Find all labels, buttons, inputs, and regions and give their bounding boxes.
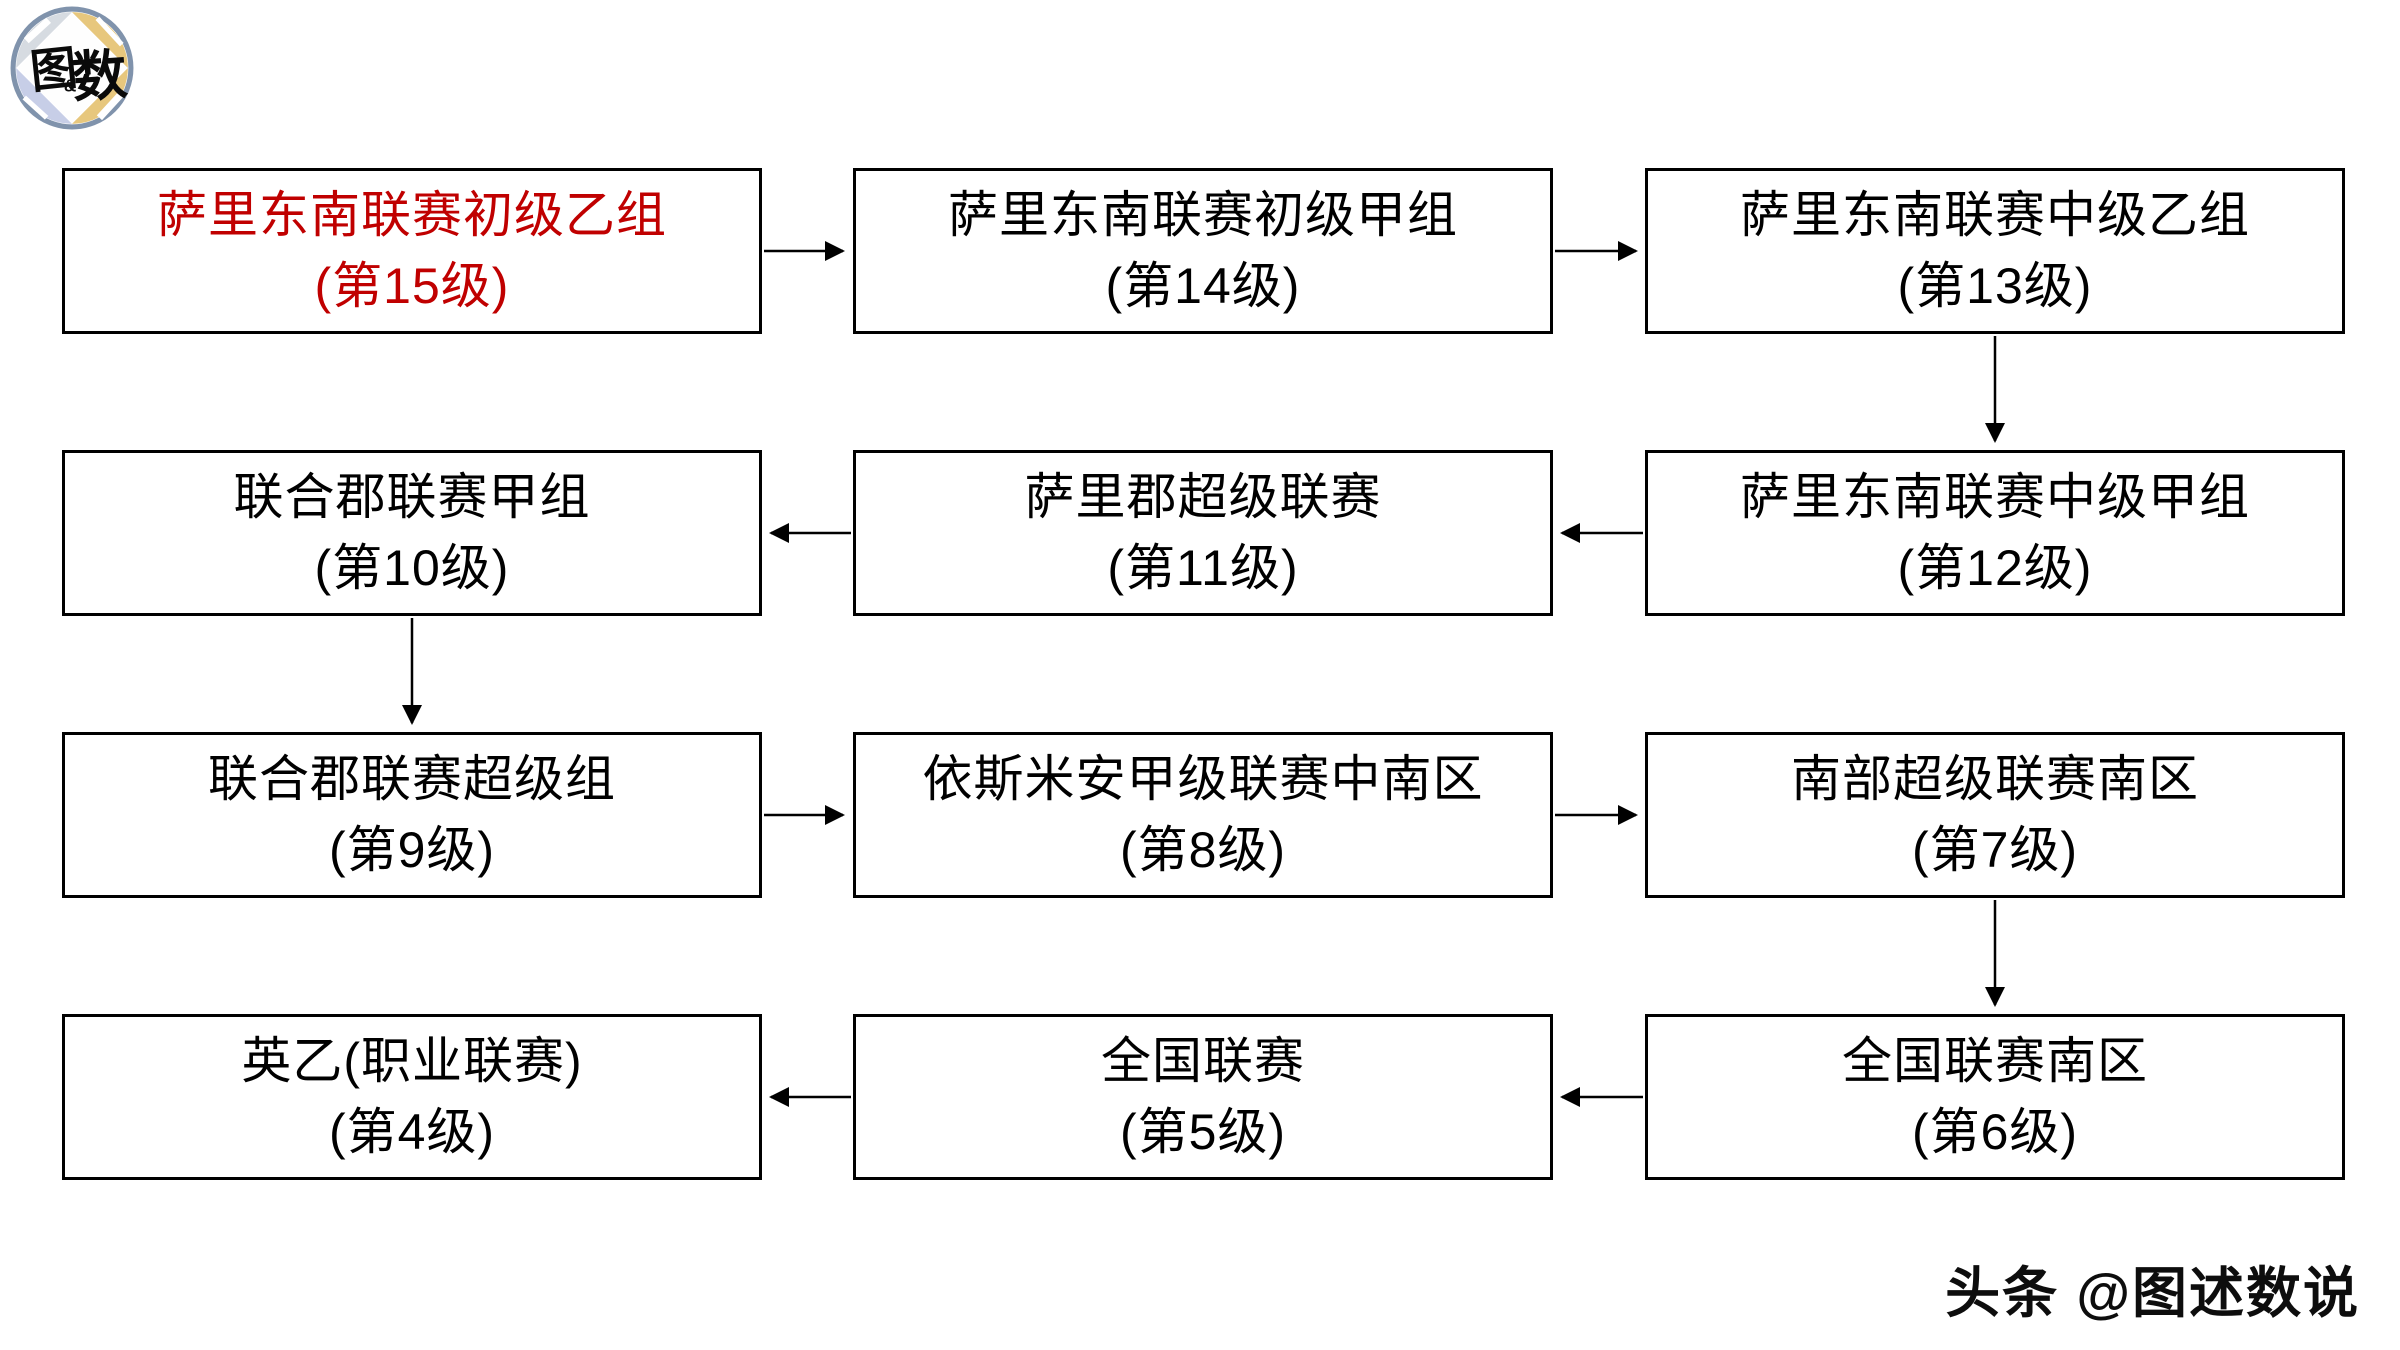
flow-node-level-7: 南部超级联赛南区 (第7级) <box>1645 732 2345 898</box>
logo-corner-bottom-left <box>16 68 72 124</box>
flow-node-level-13: 萨里东南联赛中级乙组 (第13级) <box>1645 168 2345 334</box>
logo-char-shu: 数 <box>70 43 129 109</box>
league-name: 依斯米安甲级联赛中南区 <box>922 751 1484 807</box>
league-level: (第4级) <box>328 1104 496 1160</box>
league-name: 联合郡联赛超级组 <box>208 751 616 807</box>
logo-char-tu: 图 <box>28 41 80 98</box>
league-name: 联合郡联赛甲组 <box>233 469 591 525</box>
league-level: (第6级) <box>1911 1104 2079 1160</box>
flow-node-level-6: 全国联赛南区 (第6级) <box>1645 1014 2345 1180</box>
league-level: (第11级) <box>1107 540 1299 596</box>
league-name: 南部超级联赛南区 <box>1791 751 2199 807</box>
league-name: 英乙(职业联赛) <box>241 1033 583 1089</box>
league-name: 萨里东南联赛中级甲组 <box>1740 469 2250 525</box>
flow-node-level-11: 萨里郡超级联赛 (第11级) <box>853 450 1553 616</box>
league-level: (第10级) <box>314 540 510 596</box>
logo-corner-top-left <box>16 12 72 69</box>
league-level: (第7级) <box>1911 822 2079 878</box>
league-level: (第9级) <box>328 822 496 878</box>
flow-node-level-12: 萨里东南联赛中级甲组 (第12级) <box>1645 450 2345 616</box>
league-level: (第13级) <box>1897 258 2093 314</box>
logo-corner-top-right <box>72 12 128 69</box>
league-name: 萨里东南联赛初级乙组 <box>157 187 667 243</box>
league-level: (第5级) <box>1119 1104 1287 1160</box>
watermark-credit: 头条 @图述数说 <box>1945 1262 2360 1324</box>
logo-corner-bottom-right <box>72 68 128 124</box>
league-name: 萨里东南联赛中级乙组 <box>1740 187 2250 243</box>
flow-node-level-8: 依斯米安甲级联赛中南区 (第8级) <box>853 732 1553 898</box>
flow-node-level-15: 萨里东南联赛初级乙组 (第15级) <box>62 168 762 334</box>
logo-badge-icon: 图 & 数 <box>10 6 134 130</box>
league-level: (第12级) <box>1897 540 2093 596</box>
flow-node-level-10: 联合郡联赛甲组 (第10级) <box>62 450 762 616</box>
league-name: 萨里东南联赛初级甲组 <box>948 187 1458 243</box>
flow-node-level-5: 全国联赛 (第5级) <box>853 1014 1553 1180</box>
logo-ampersand: & <box>64 75 76 95</box>
league-name: 全国联赛 <box>1101 1033 1305 1089</box>
league-name: 全国联赛南区 <box>1842 1033 2148 1089</box>
flow-node-level-4: 英乙(职业联赛) (第4级) <box>62 1014 762 1180</box>
league-level: (第14级) <box>1105 258 1301 314</box>
flow-node-level-14: 萨里东南联赛初级甲组 (第14级) <box>853 168 1553 334</box>
league-level: (第15级) <box>314 258 510 314</box>
flow-node-level-9: 联合郡联赛超级组 (第9级) <box>62 732 762 898</box>
league-level: (第8级) <box>1119 822 1287 878</box>
league-name: 萨里郡超级联赛 <box>1024 469 1382 525</box>
